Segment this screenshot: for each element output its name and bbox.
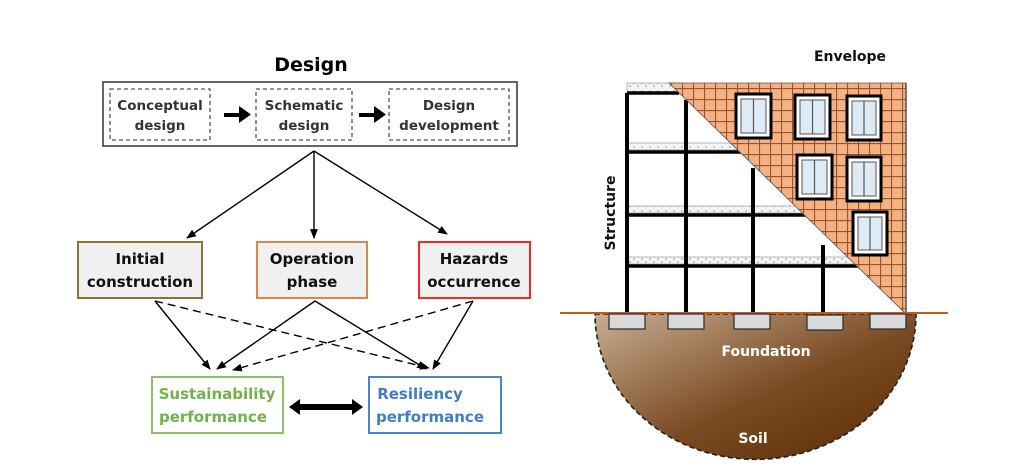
svg-text:Sustainability: Sustainability — [159, 385, 276, 403]
stage-schematic-design: Schematic design — [255, 88, 353, 141]
window — [734, 92, 773, 140]
arrow-solid — [154, 300, 211, 370]
bidirectional-arrow-icon — [289, 399, 363, 415]
floor-slab — [626, 256, 868, 265]
phase-box — [256, 241, 368, 299]
design-title: Design — [274, 54, 348, 76]
svg-text:Schematic: Schematic — [265, 98, 344, 114]
svg-text:Initial: Initial — [116, 250, 165, 268]
stage-design-development: Design development — [388, 88, 510, 141]
design-section: Design Conceptual design Schematic desig… — [102, 54, 518, 147]
soil-zone — [594, 313, 917, 461]
arrow-to-initial-construction — [186, 150, 315, 239]
floor-slab — [626, 205, 808, 214]
svg-text:design: design — [135, 118, 186, 134]
svg-text:Conceptual: Conceptual — [117, 98, 202, 114]
outcome-resiliency: Resiliency performance — [368, 376, 502, 434]
svg-text:performance: performance — [376, 408, 484, 426]
arrow-dashed — [154, 300, 430, 370]
svg-text:development: development — [399, 118, 499, 134]
arrow-right-icon — [224, 106, 251, 123]
stage-conceptual-design: Conceptual design — [109, 88, 211, 141]
arrow-solid — [216, 300, 316, 370]
window — [795, 153, 834, 201]
window — [845, 94, 883, 142]
footing — [733, 313, 771, 330]
svg-text:performance: performance — [159, 408, 267, 426]
svg-text:Hazards: Hazards — [440, 250, 509, 268]
window — [851, 210, 889, 257]
window — [793, 93, 832, 141]
phase-box — [418, 241, 531, 299]
phase-hazards-occurrence: Hazards occurrence — [418, 241, 531, 299]
arrow-solid — [432, 300, 474, 370]
phase-to-outcome-arrows — [154, 300, 474, 372]
phase-box — [77, 241, 203, 299]
arrow-dashed — [232, 300, 474, 372]
footing — [869, 313, 907, 330]
footing — [667, 313, 705, 330]
structure-label: Structure — [603, 175, 619, 250]
svg-text:Design: Design — [423, 98, 475, 114]
outcome-box — [368, 376, 502, 434]
footing — [806, 314, 844, 331]
outcome-sustainability: Sustainability performance — [151, 376, 284, 434]
svg-text:Resiliency: Resiliency — [377, 385, 463, 403]
design-process-box — [102, 81, 518, 147]
windows — [734, 92, 889, 257]
window — [845, 155, 883, 203]
phase-initial-construction: Initial construction — [77, 241, 203, 299]
svg-text:design: design — [279, 118, 330, 134]
structure-frame — [625, 82, 868, 314]
svg-text:Operation: Operation — [270, 250, 354, 268]
svg-text:phase: phase — [287, 273, 338, 291]
outcome-box — [151, 376, 284, 434]
footing — [608, 313, 646, 330]
arrow-right-icon — [359, 106, 386, 123]
arrow-solid — [314, 300, 427, 370]
footings — [608, 313, 907, 331]
svg-text:construction: construction — [87, 273, 193, 291]
foundation-label: Foundation — [721, 344, 810, 360]
design-to-phase-arrows — [186, 150, 448, 239]
svg-text:occurrence: occurrence — [427, 273, 520, 291]
phase-operation: Operation phase — [256, 241, 368, 299]
arrow-to-hazards-occurrence — [313, 150, 448, 235]
envelope-label: Envelope — [814, 49, 886, 65]
soil-label: Soil — [738, 431, 767, 447]
